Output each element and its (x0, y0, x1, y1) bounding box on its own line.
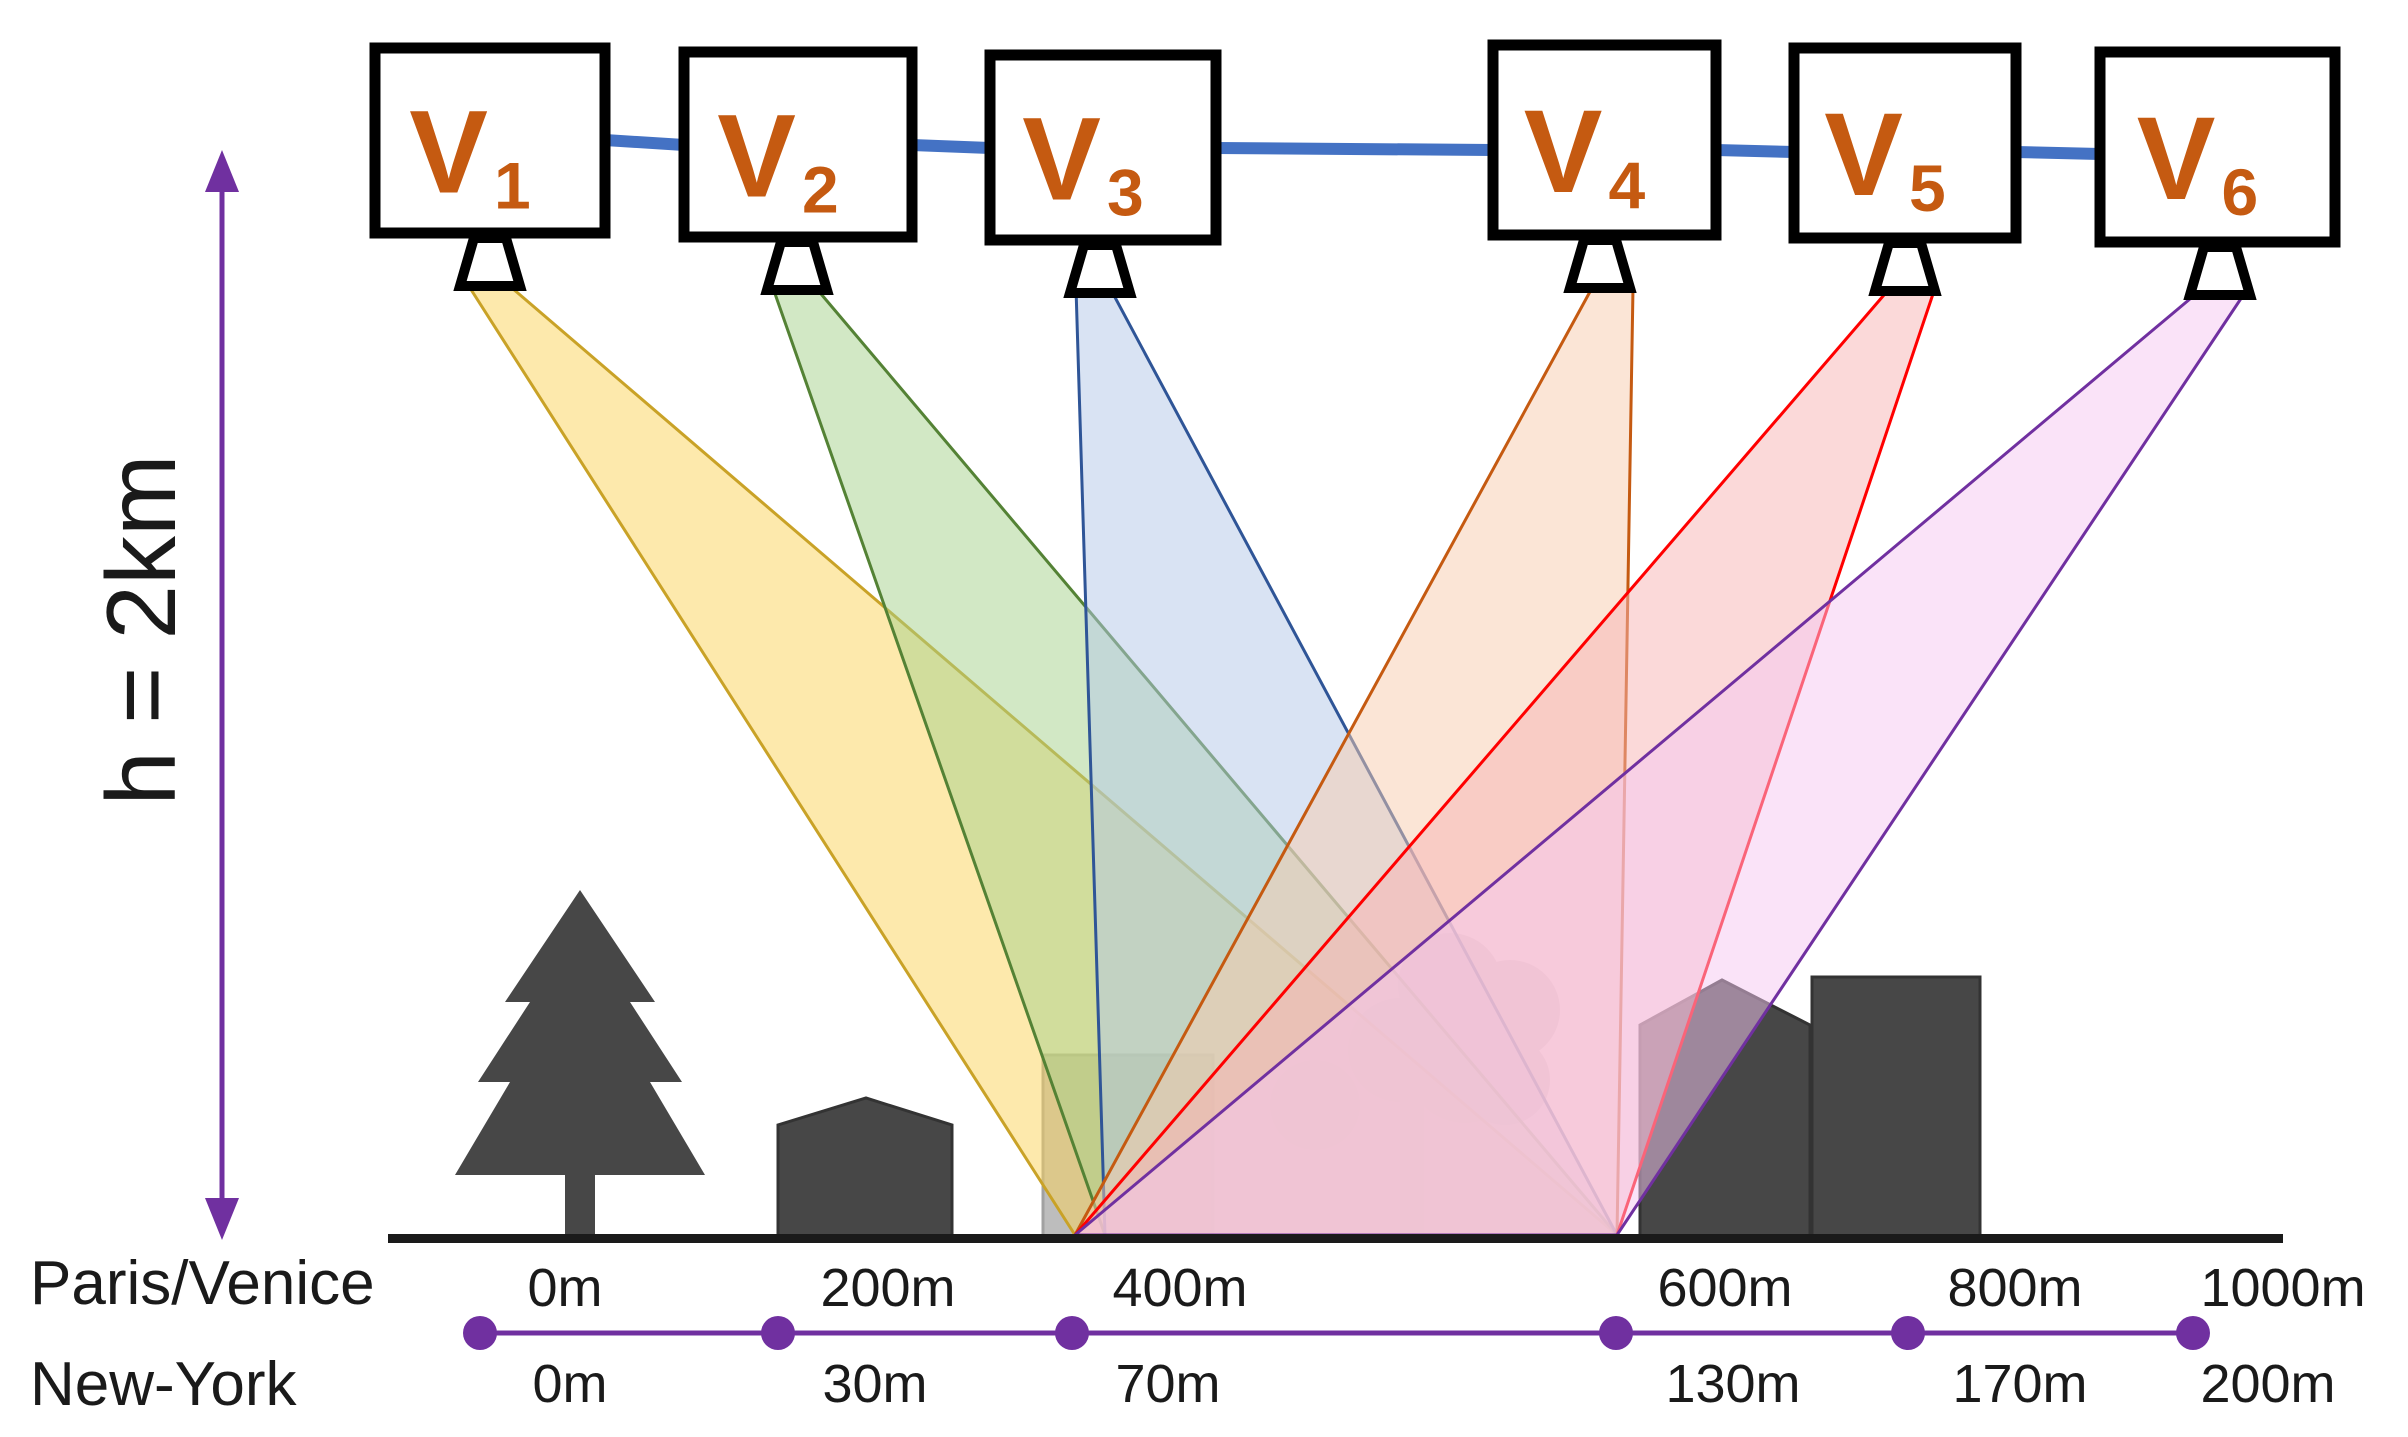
camera-lens-icon (1868, 238, 1942, 296)
camera-index: 5 (1909, 151, 1946, 225)
camera-6: V6 (2094, 46, 2341, 300)
camera-1: V1 (369, 42, 611, 291)
camera-lens-icon (453, 233, 527, 291)
camera-letter: V (409, 87, 488, 219)
camera-letter: V (2137, 93, 2216, 225)
camera-index: 1 (494, 149, 531, 223)
new-york-ticks: 0m 30m 70m 130m 170m 200m (532, 1354, 2335, 1414)
camera-box-2 (678, 46, 918, 243)
camera-label-4: V4 (1524, 86, 1646, 222)
tick-label: 600m (1657, 1258, 1792, 1318)
height-label: h = 2km (86, 454, 196, 805)
camera-box-1 (369, 42, 611, 239)
camera-2: V2 (678, 46, 918, 295)
tall-building-icon (1810, 975, 1982, 1239)
camera-index: 3 (1107, 156, 1144, 230)
camera-letter: V (1524, 86, 1603, 218)
tick-label: 130m (1665, 1354, 1800, 1414)
camera-label-3: V3 (1022, 94, 1143, 230)
tick-label: 200m (820, 1258, 955, 1318)
tick-label: 30m (822, 1354, 927, 1414)
row-label-paris-venice: Paris/Venice (30, 1249, 375, 1318)
camera-letter: V (1824, 89, 1903, 221)
distance-scale (463, 1316, 2210, 1350)
camera-box-5 (1788, 42, 2022, 244)
camera-3: V3 (984, 49, 1222, 298)
camera-index: 6 (2222, 155, 2259, 229)
tick-label: 0m (532, 1354, 607, 1414)
camera-label-2: V2 (717, 91, 838, 227)
camera-label-6: V6 (2137, 93, 2258, 229)
small-house-icon (776, 1096, 954, 1239)
tick-label: 1000m (2200, 1258, 2365, 1318)
camera-lens-icon (1063, 240, 1137, 298)
camera-4: V4 (1487, 39, 1722, 293)
camera-link-line (604, 134, 2101, 160)
camera-lens-icon (1563, 235, 1637, 293)
camera-index: 4 (1609, 148, 1646, 222)
camera-lens-icon (2183, 242, 2257, 300)
view-cones (468, 286, 2250, 1237)
camera-letter: V (717, 91, 796, 223)
tick-label: 0m (527, 1258, 602, 1318)
tick-label: 400m (1112, 1258, 1247, 1318)
camera-letter: V (1022, 94, 1101, 226)
camera-5: V5 (1788, 42, 2022, 296)
camera-box-4 (1487, 39, 1722, 241)
ground-line (388, 1234, 2283, 1243)
row-label-new-york: New-York (30, 1350, 297, 1419)
paris-venice-ticks: 0m 200m 400m 600m 800m 1000m (527, 1258, 2365, 1318)
tick-label: 70m (1115, 1354, 1220, 1414)
tree-icon (455, 890, 705, 1240)
camera-lens-icon (760, 237, 834, 295)
height-arrow (205, 150, 239, 1240)
tick-label: 170m (1952, 1354, 2087, 1414)
camera-box-6 (2094, 46, 2341, 248)
camera-index: 2 (802, 153, 839, 227)
tick-label: 800m (1947, 1258, 2082, 1318)
camera-label-1: V1 (409, 87, 530, 223)
tick-label: 200m (2200, 1354, 2335, 1414)
camera-label-5: V5 (1824, 89, 1945, 225)
